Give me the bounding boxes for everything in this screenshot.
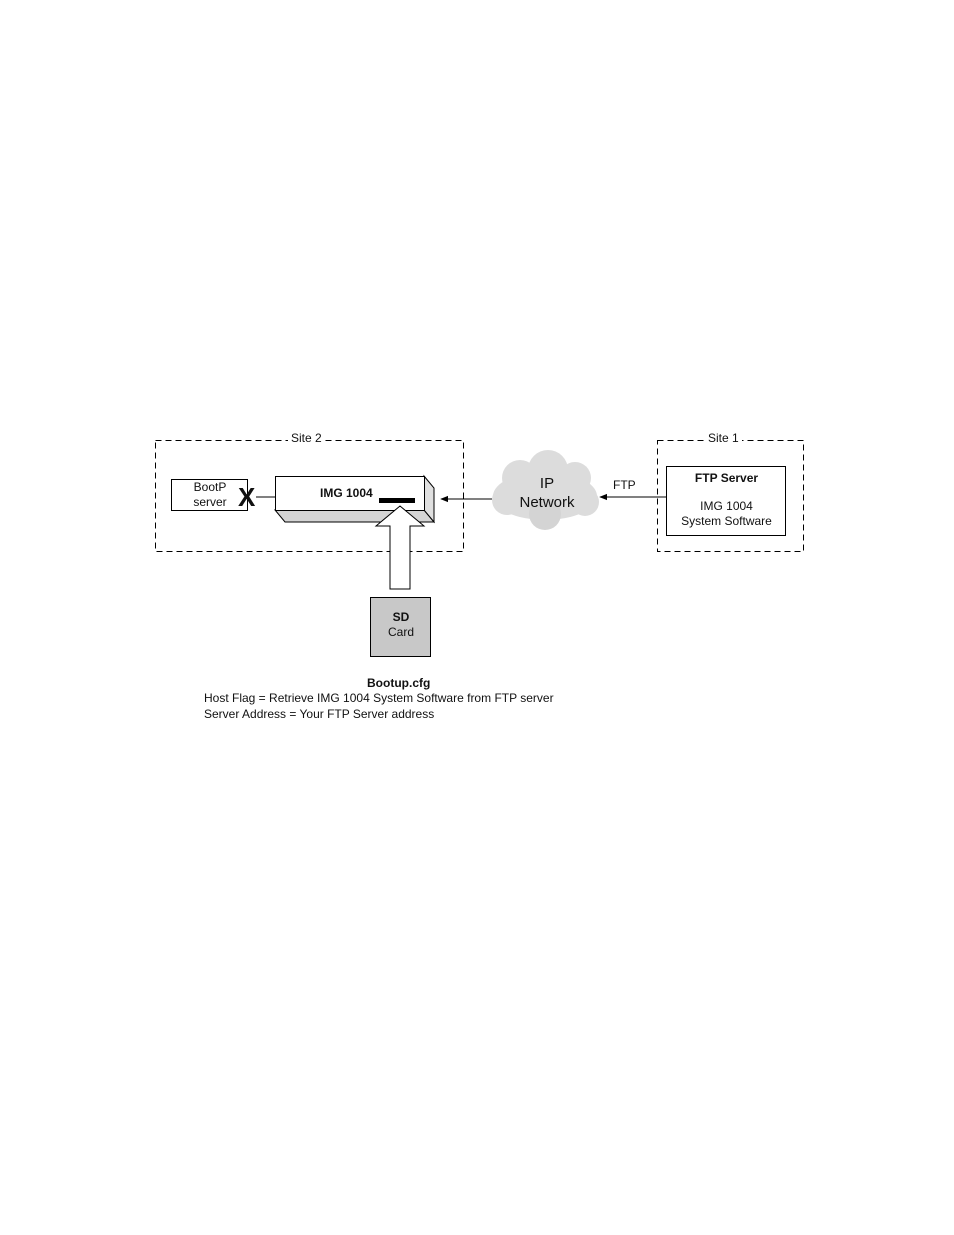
bootp-server-label: BootP server — [172, 480, 248, 510]
bootup-cfg-title: Bootup.cfg — [367, 676, 430, 692]
ftp-server-line-1: IMG 1004 — [667, 499, 786, 514]
sd-card-line-2: Card — [371, 625, 431, 640]
ftp-server-label: FTP Server IMG 1004 System Software — [667, 471, 786, 529]
bootp-line-1: BootP — [172, 480, 248, 495]
sd-card-line-1: SD — [371, 610, 431, 625]
ftp-server-title: FTP Server — [667, 471, 786, 486]
img-1004-label: IMG 1004 — [320, 486, 373, 500]
ftp-server-line-2: System Software — [667, 514, 786, 529]
sd-card-slot — [379, 498, 415, 503]
ip-network-line-2: Network — [500, 493, 594, 512]
site-1-label: Site 1 — [705, 431, 742, 445]
ip-network-line-1: IP — [500, 474, 594, 493]
host-flag-note: Host Flag = Retrieve IMG 1004 System Sof… — [204, 691, 554, 707]
blocked-x-icon: X — [238, 482, 255, 512]
ip-network-label: IP Network — [500, 474, 594, 512]
ftp-link-label: FTP — [613, 478, 636, 492]
bootp-line-2: server — [172, 495, 248, 510]
sd-card-label: SD Card — [371, 610, 431, 640]
site-2-label: Site 2 — [288, 431, 325, 445]
server-address-note: Server Address = Your FTP Server address — [204, 707, 434, 723]
